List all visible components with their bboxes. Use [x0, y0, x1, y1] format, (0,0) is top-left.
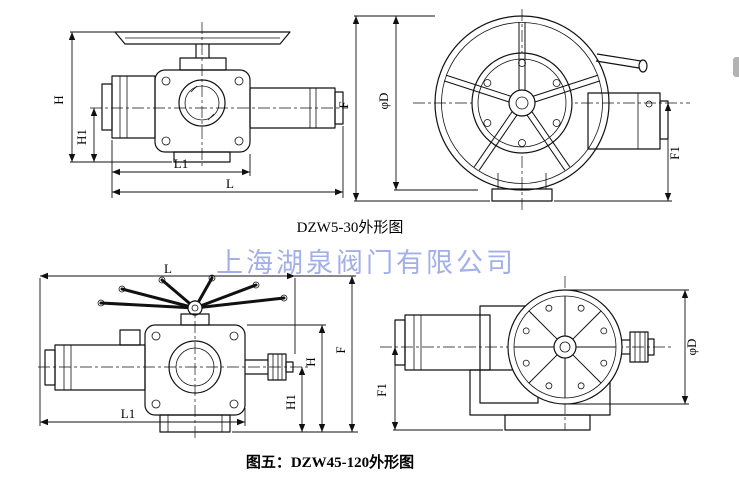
- dim-label-F: F: [338, 101, 351, 108]
- dim-label-H1: H1: [283, 394, 298, 410]
- motor-end-cap: [101, 83, 113, 131]
- stem-flange: [179, 57, 227, 71]
- handwheel-hub: [553, 335, 577, 359]
- dim-label-L: L: [226, 176, 234, 191]
- junction-box: [119, 329, 141, 346]
- crank-handle: [595, 53, 648, 73]
- motor-housing: [54, 344, 146, 391]
- dim-label-L: L: [164, 262, 172, 276]
- dim-label-F1: F1: [667, 146, 682, 160]
- sight-window: [168, 340, 222, 394]
- base-flange: [504, 414, 591, 431]
- dzw45-120-side-view-drawing: L L1 H H1 F: [38, 262, 358, 438]
- handwheel-hub: [508, 89, 536, 117]
- dim-label-phiD: φD: [376, 93, 391, 110]
- mounting-flange: [173, 151, 231, 163]
- dim-label-H1: H1: [74, 129, 89, 145]
- figure-caption-top: DZW5-30外形图: [296, 220, 404, 236]
- dim-label-H: H: [303, 357, 318, 366]
- dim-label-L1: L1: [121, 406, 135, 421]
- handwheel: [434, 15, 610, 191]
- dzw45-120-front-view-drawing: F1 φD: [374, 276, 699, 431]
- dzw5-30-front-view-drawing: F φD F1: [338, 9, 690, 213]
- window-edge-artifact: [733, 57, 739, 77]
- actuator-body: [154, 69, 251, 153]
- dzw5-30-side-view-drawing: H H1 L1 L: [51, 22, 348, 198]
- handwheel-hub: [187, 300, 203, 316]
- figure-caption-bottom: 图五：DZW45-120外形图: [245, 455, 415, 471]
- motor-housing: [111, 75, 156, 139]
- dim-label-F1: F1: [374, 383, 389, 397]
- dim-label-F: F: [333, 346, 348, 353]
- handwheel-spokes: [97, 274, 288, 316]
- dim-label-phiD: φD: [684, 339, 699, 356]
- motor-end-cap: [394, 319, 406, 366]
- dim-label-L1: L1: [174, 156, 188, 171]
- sight-window: [178, 79, 226, 127]
- base-flange: [491, 188, 553, 202]
- handwheel: [507, 289, 623, 405]
- motor-end-cap: [44, 349, 56, 386]
- dim-label-H: H: [51, 95, 66, 104]
- top-cap: [114, 31, 291, 45]
- motor-housing: [404, 314, 491, 371]
